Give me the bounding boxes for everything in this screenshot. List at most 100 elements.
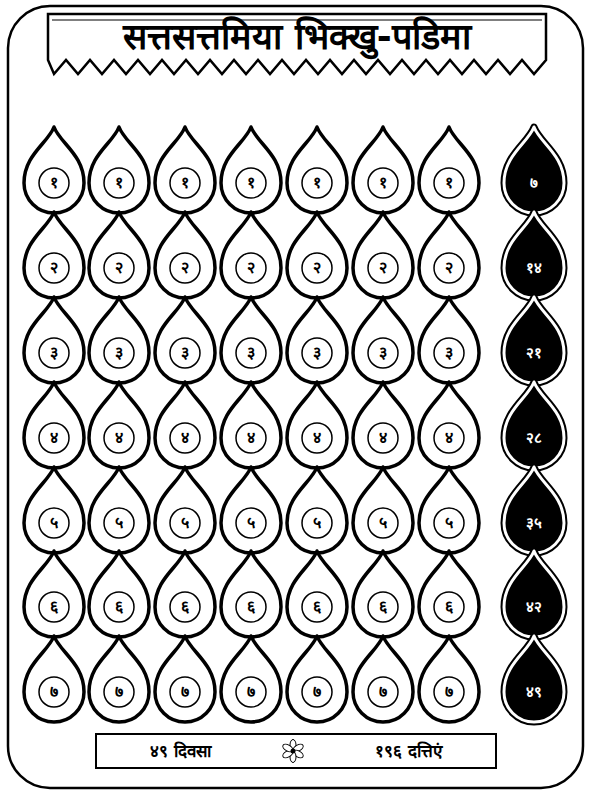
drop-outline [353, 636, 413, 722]
count-number: ६ [217, 597, 285, 617]
drop-outline [221, 382, 281, 468]
drop-shape [151, 634, 219, 724]
count-drop: ४ [151, 380, 219, 470]
drop-outline [24, 297, 84, 383]
drop-shape [217, 380, 285, 470]
drop-shape [85, 549, 153, 639]
drop-outline [24, 382, 84, 468]
flower-center [290, 749, 295, 754]
count-number: १ [349, 173, 417, 193]
drop-outline [287, 382, 347, 468]
count-number: ४ [349, 428, 417, 448]
count-drop: ३ [415, 295, 483, 385]
drop-outline [287, 636, 347, 722]
count-number: ३ [349, 343, 417, 363]
count-number: ७ [415, 682, 483, 702]
drop-shape [217, 634, 285, 724]
count-drop: ४ [415, 380, 483, 470]
count-drop: २ [283, 210, 351, 300]
drop-inner-ring [504, 382, 564, 468]
count-drop: २ [349, 210, 417, 300]
drop-shape [349, 465, 417, 555]
drop-outline [24, 636, 84, 722]
drop-outline [287, 467, 347, 553]
count-drop: १ [415, 125, 483, 215]
count-drop: ५ [283, 465, 351, 555]
drop-shape [217, 465, 285, 555]
count-number: ७ [151, 682, 219, 702]
drop-outline [353, 297, 413, 383]
drop-shape [85, 295, 153, 385]
drop-outline [155, 382, 215, 468]
drop-outline [155, 467, 215, 553]
total-drop: ३५ [500, 465, 568, 555]
drop-shape [20, 295, 88, 385]
total-drop: २१ [500, 295, 568, 385]
drop-shape [349, 634, 417, 724]
drop-outline [504, 636, 564, 722]
count-drop: ७ [151, 634, 219, 724]
drop-outline [504, 127, 564, 213]
drop-outline [155, 297, 215, 383]
count-drop: ७ [20, 634, 88, 724]
total-drop: १४ [500, 210, 568, 300]
count-number: ४ [85, 428, 153, 448]
title-text: सत्तसत्तमिया भिक्खु-पडिमा [123, 15, 470, 59]
count-drop: ७ [217, 634, 285, 724]
count-number: ५ [20, 513, 88, 533]
count-number: ३ [20, 343, 88, 363]
drop-outline [155, 127, 215, 213]
count-number: ७ [349, 682, 417, 702]
drop-shape [85, 465, 153, 555]
drop-shape [415, 210, 483, 300]
drop-shape [283, 210, 351, 300]
drop-outline [24, 127, 84, 213]
total-number: २८ [500, 428, 568, 448]
count-number: २ [85, 258, 153, 278]
drop-outline [89, 127, 149, 213]
drop-shape [500, 465, 568, 555]
drop-outline [287, 127, 347, 213]
count-drop: १ [151, 125, 219, 215]
summary-text: १९६ दत्तिएं [375, 740, 442, 762]
count-number: १ [415, 173, 483, 193]
drop-shape [20, 210, 88, 300]
drop-outline [419, 212, 479, 298]
count-number: २ [217, 258, 285, 278]
drop-shape [283, 549, 351, 639]
count-number: ७ [85, 682, 153, 702]
drop-shape [217, 549, 285, 639]
drop-shape [151, 125, 219, 215]
drop-outline [155, 551, 215, 637]
drop-outline [287, 551, 347, 637]
drop-shape [415, 634, 483, 724]
drop-shape [20, 634, 88, 724]
count-number: ५ [349, 513, 417, 533]
count-drop: ५ [415, 465, 483, 555]
count-drop: २ [151, 210, 219, 300]
count-drop: ७ [85, 634, 153, 724]
count-drop: ३ [85, 295, 153, 385]
count-drop: ३ [151, 295, 219, 385]
count-number: ६ [415, 597, 483, 617]
total-number: २१ [500, 343, 568, 363]
drop-shape [283, 465, 351, 555]
count-drop: १ [85, 125, 153, 215]
count-number: १ [85, 173, 153, 193]
drop-inner-ring [504, 127, 564, 213]
drop-outline [419, 127, 479, 213]
drop-shape [151, 380, 219, 470]
count-drop: ६ [20, 549, 88, 639]
drop-outline [504, 212, 564, 298]
count-drop: ५ [217, 465, 285, 555]
count-number: ३ [283, 343, 351, 363]
count-number: ६ [85, 597, 153, 617]
drop-outline [419, 382, 479, 468]
drop-inner-ring [504, 297, 564, 383]
drop-shape [151, 295, 219, 385]
count-drop: ३ [283, 295, 351, 385]
drop-shape [500, 210, 568, 300]
count-drop: ६ [349, 549, 417, 639]
drop-shape [20, 465, 88, 555]
